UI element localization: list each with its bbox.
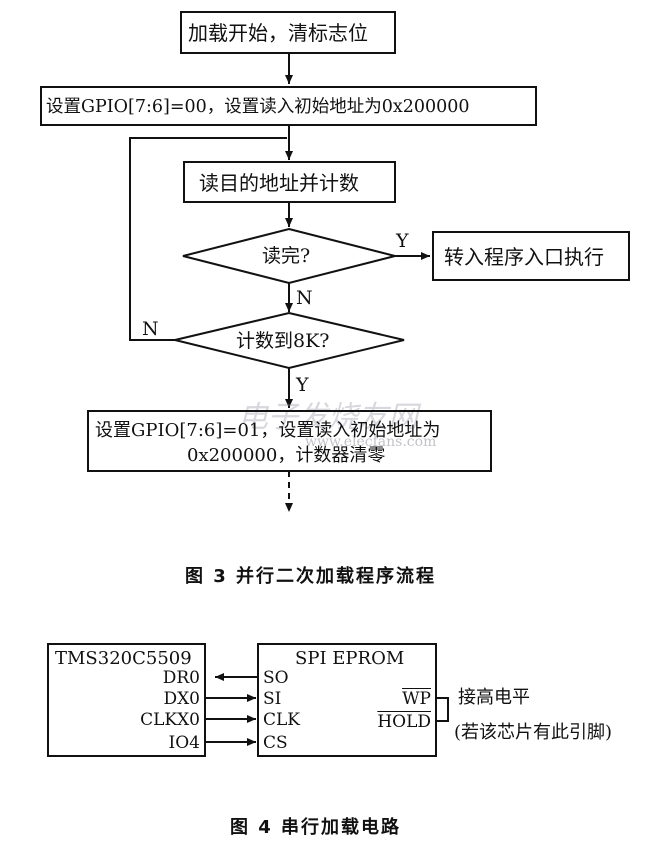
loop-line xyxy=(129,137,287,341)
eprom-pin-si: SI xyxy=(263,689,282,709)
wire-wp-hold xyxy=(436,697,449,722)
start-text: 加载开始，清标志位 xyxy=(188,21,368,45)
decision-count-8k-label: 计数到8K? xyxy=(236,330,330,352)
label-yes-2: Y xyxy=(296,374,309,396)
dsp-pin-dr0: DR0 xyxy=(162,668,200,688)
eprom-pin-wp: WP xyxy=(402,689,431,709)
dsp-title: TMS320C5509 xyxy=(55,648,192,669)
eprom-pin-clk: CLK xyxy=(263,710,300,730)
watermark-text: 电子发烧友网 xyxy=(238,400,418,435)
eprom-title: SPI EPROM xyxy=(295,648,405,669)
decision-read-done-label: 读完? xyxy=(262,245,311,267)
label-no-2: N xyxy=(142,318,159,340)
start-box: 加载开始，清标志位 xyxy=(180,11,396,54)
read-count-text: 读目的地址并计数 xyxy=(199,171,359,195)
label-no-1: N xyxy=(296,287,313,309)
eprom-pin-hold: HOLD xyxy=(377,712,431,732)
dsp-pin-io4: IO4 xyxy=(168,733,200,753)
jump-entry-text: 转入程序入口执行 xyxy=(444,245,604,269)
gpio01-box: 设置GPIO[7:6]=01，设置读入初始地址为 0x200000，计数器清零 xyxy=(87,410,492,472)
gpio01-text-line1: 设置GPIO[7:6]=01，设置读入初始地址为 xyxy=(95,420,441,441)
caption-fig3: 图 3 并行二次加载程序流程 xyxy=(185,566,437,587)
jump-entry-box: 转入程序入口执行 xyxy=(432,231,630,281)
eprom-pin-cs: CS xyxy=(263,733,288,753)
gpio00-text: 设置GPIO[7:6]=00，设置读入初始地址为0x200000 xyxy=(46,97,470,117)
note-if-pin-exists: (若该芯片有此引脚) xyxy=(454,722,613,743)
gpio00-box: 设置GPIO[7:6]=00，设置读入初始地址为0x200000 xyxy=(40,86,537,126)
watermark-url: www.elecfans.com xyxy=(305,434,437,450)
dsp-pin-clkx0: CLKX0 xyxy=(140,710,200,730)
dsp-pin-dx0: DX0 xyxy=(163,689,200,709)
eprom-chip: SPI EPROM SO SI CLK CS WP HOLD xyxy=(257,643,437,757)
label-yes-1: Y xyxy=(396,230,409,252)
read-count-box: 读目的地址并计数 xyxy=(183,161,396,203)
dsp-chip: TMS320C5509 DR0 DX0 CLKX0 IO4 xyxy=(47,643,206,757)
gpio01-text-line2: 0x200000，计数器清零 xyxy=(187,445,386,466)
note-high-level: 接高电平 xyxy=(458,687,530,708)
caption-fig4: 图 4 串行加载电路 xyxy=(230,817,402,838)
eprom-pin-so: SO xyxy=(263,668,289,688)
